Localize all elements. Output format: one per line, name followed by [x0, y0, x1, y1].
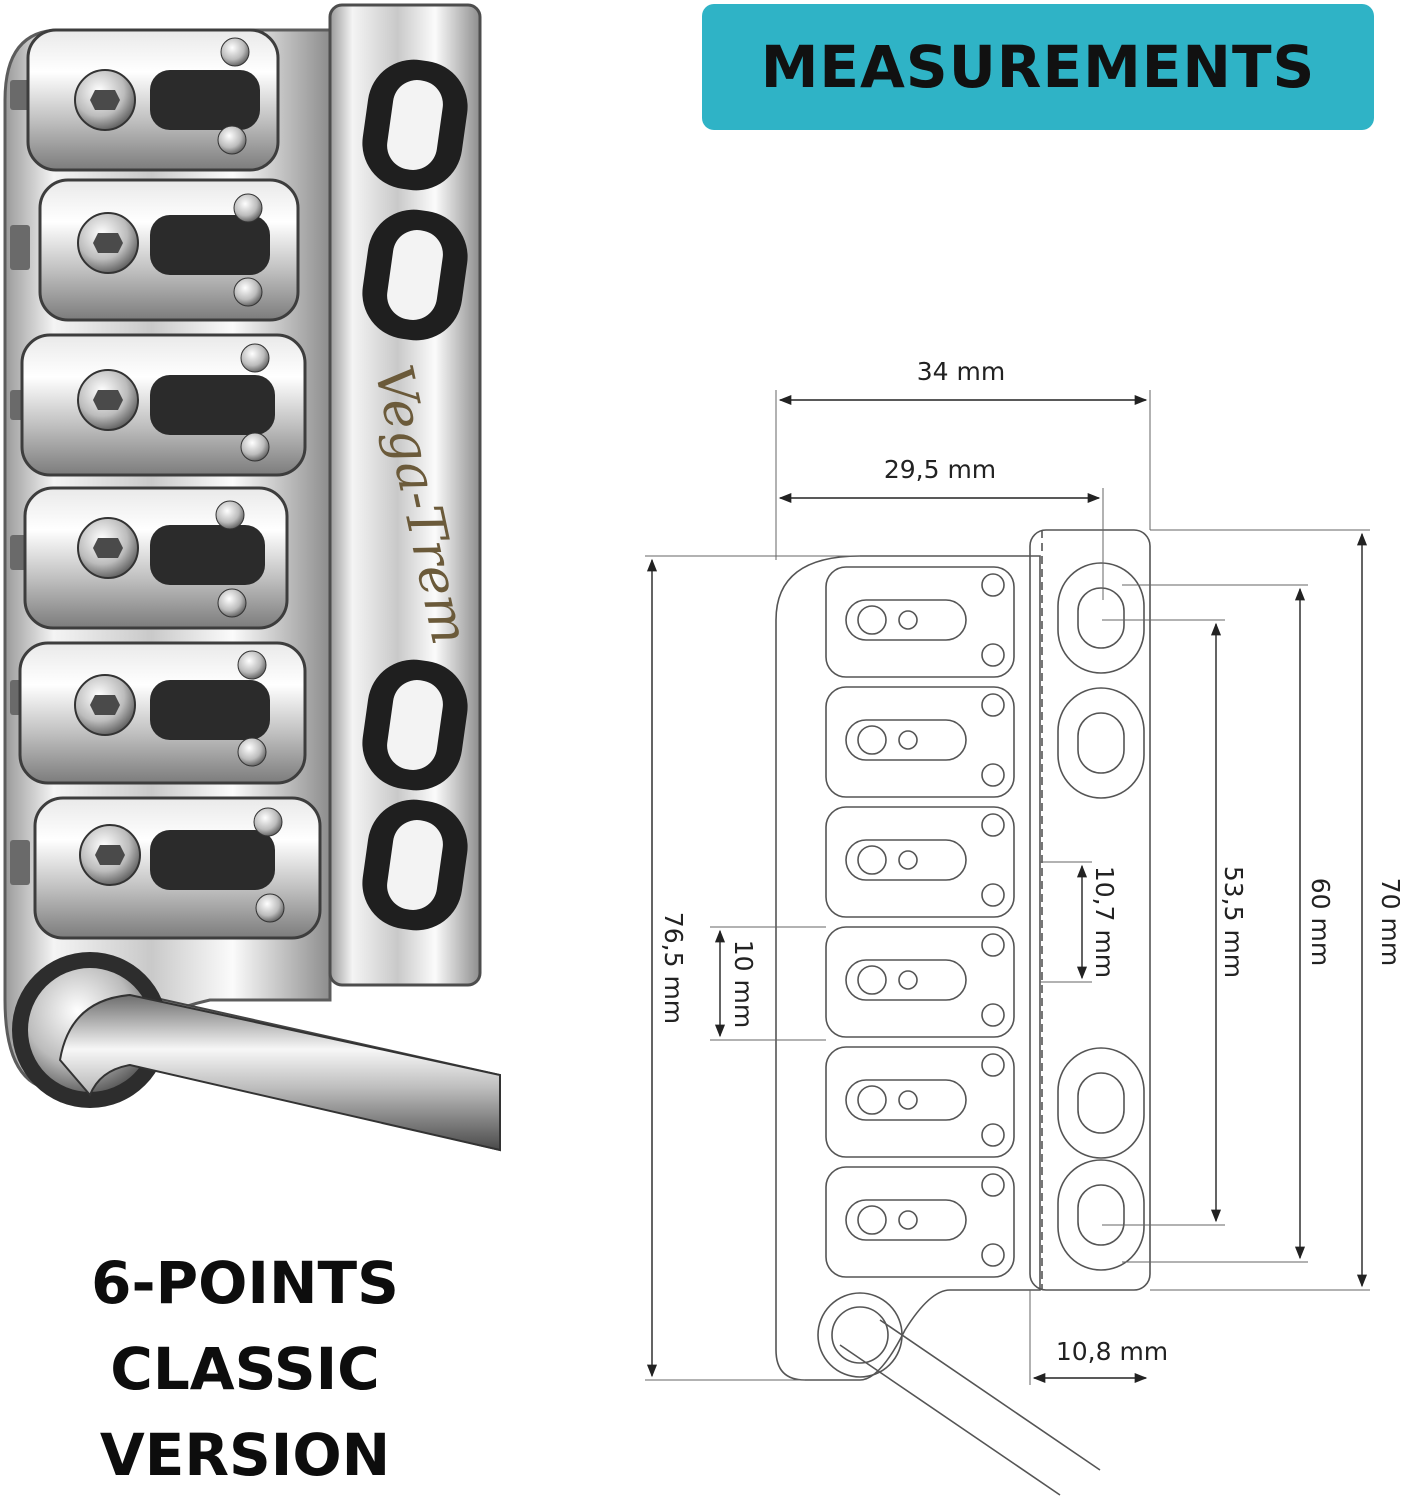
dim-saddle-width: 29,5 mm: [884, 455, 996, 484]
banner-title: MEASUREMENTS: [760, 33, 1316, 101]
dim-outer-hole-span: 60 mm: [1306, 878, 1335, 966]
dimension-drawing: 34 mm 29,5 mm 76,5 mm 10 mm 10,7 mm 53,5…: [645, 357, 1400, 1496]
saddle: [20, 333, 307, 477]
saddles: [18, 28, 322, 940]
dim-overall-width: 34 mm: [917, 357, 1005, 386]
product-version-caption: 6-POINTS CLASSIC VERSION: [0, 1240, 490, 1498]
version-line-1: 6-POINTS: [91, 1249, 399, 1317]
dim-inner-hole-span: 53,5 mm: [1219, 866, 1248, 978]
drawing-saddle: [825, 1166, 1015, 1278]
drawing-saddle: [825, 566, 1015, 678]
saddle: [33, 796, 322, 940]
saddle: [38, 178, 300, 322]
mounting-plate: Vega-Trem: [328, 3, 482, 987]
dim-saddle-pitch: 10 mm: [729, 940, 758, 1028]
bridge-photo: Vega-Trem: [3, 3, 501, 1152]
dim-plate-length: 70 mm: [1376, 878, 1400, 966]
dim-hole-pitch: 10,7 mm: [1090, 866, 1119, 978]
title-banner: MEASUREMENTS: [702, 4, 1374, 130]
saddle: [18, 641, 307, 785]
tremolo-arm: [12, 952, 501, 1152]
drawing-saddle: [825, 686, 1015, 798]
saddle: [23, 486, 289, 630]
drawing-saddle: [825, 926, 1015, 1038]
dim-overall-length: 76,5 mm: [659, 912, 688, 1024]
bridge-outline: [775, 529, 1151, 1496]
version-line-2: CLASSIC: [110, 1335, 380, 1403]
saddle: [26, 28, 280, 172]
dim-plate-width: 10,8 mm: [1056, 1337, 1168, 1366]
drawing-saddle: [825, 806, 1015, 918]
drawing-saddle: [825, 1046, 1015, 1158]
version-line-3: VERSION: [99, 1421, 391, 1489]
